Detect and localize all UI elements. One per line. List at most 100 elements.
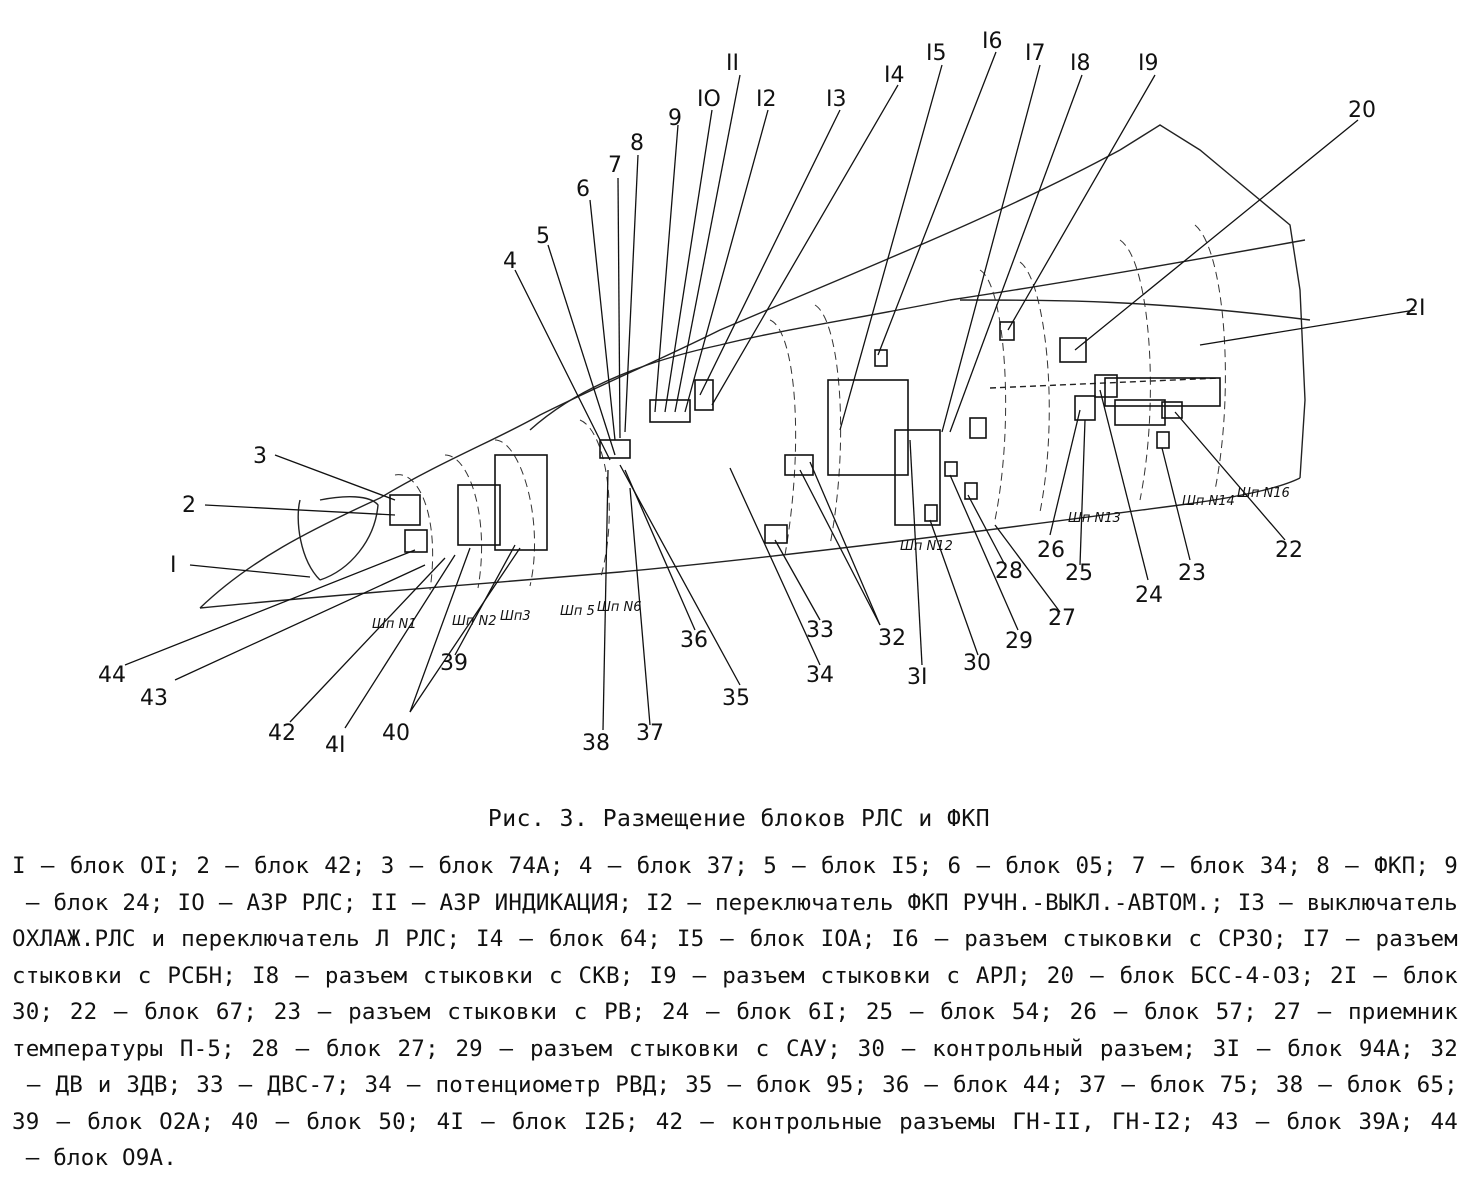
legend-description: контрольные разъемы ГН-II, ГН-I2 — [730, 1108, 1181, 1135]
callout-24: 24 — [1135, 583, 1163, 608]
callout-16: I6 — [982, 29, 1003, 54]
legend-number: I9 — [649, 962, 677, 989]
legend-description: блок 95 — [756, 1072, 854, 1098]
frame-label: Шп3 — [500, 609, 531, 624]
legend-number: 27 — [1273, 999, 1302, 1025]
legend-description: блок 50 — [306, 1108, 406, 1135]
legend-number: I4 — [476, 926, 504, 952]
legend-description: блок 24 — [53, 889, 150, 916]
callout-11: II — [726, 51, 739, 76]
frame-station-labels: Шп N1 Шп N2 Шп3 Шп 5 Шп N6 Шп N12 Шп N13… — [372, 486, 1290, 632]
legend-number: 2 — [196, 853, 211, 879]
legend-number: 20 — [1046, 962, 1075, 989]
legend-description: ФКП — [1374, 853, 1416, 879]
legend-description: блок OI — [69, 853, 168, 879]
legend-description: блок 27 — [325, 1035, 426, 1062]
legend-number: I6 — [891, 926, 919, 952]
callout-19: I9 — [1138, 51, 1159, 76]
callout-numbers: I 2 3 4 5 6 7 8 9 IO II I2 I3 I4 I5 I6 I… — [98, 29, 1426, 758]
callout-32: 32 — [878, 626, 906, 651]
callout-43: 43 — [140, 686, 168, 711]
legend-number: 24 — [661, 999, 690, 1025]
callout-26: 26 — [1037, 538, 1065, 563]
callout-44: 44 — [98, 663, 126, 688]
callout-23: 23 — [1178, 561, 1206, 586]
callout-14: I4 — [884, 63, 905, 88]
legend-description: блок 65 — [1346, 1072, 1445, 1098]
figure-legend: I – блок OI; 2 – блок 42; 3 – блок 74А; … — [12, 853, 1459, 1171]
legend-number: 39 — [12, 1108, 40, 1135]
legend-description: блок 67 — [144, 999, 244, 1025]
legend-description: выключатель ОХЛАЖ.РЛС и переключатель Л … — [12, 889, 1458, 953]
legend-number: 4I — [436, 1108, 465, 1135]
legend-number: 29 — [455, 1035, 483, 1062]
frame-label: Шп N13 — [1068, 511, 1121, 526]
legend-description: блок 64 — [548, 926, 648, 952]
legend-number: 44 — [1430, 1108, 1458, 1135]
legend-description: блок 39А — [1286, 1108, 1400, 1135]
legend-description: разъем стыковки с АРЛ — [722, 962, 1018, 989]
frame-label: Шп N2 — [452, 614, 497, 629]
legend-description: приемник температуры П-5 — [12, 999, 1458, 1062]
legend-description: блок 6I — [736, 999, 836, 1025]
legend-number: 26 — [1069, 999, 1098, 1025]
legend-description: ДВ и ЗДВ — [55, 1072, 168, 1098]
frame-label: Шп N12 — [900, 539, 953, 554]
callout-27: 27 — [1048, 606, 1076, 631]
frame-label: Шп N6 — [597, 600, 642, 615]
callout-5: 5 — [536, 224, 550, 249]
callout-10: IO — [697, 87, 721, 112]
legend-number: I8 — [251, 962, 280, 989]
legend-description: переключатель ФКП РУЧН.-ВЫКЛ.-АВТОМ. — [714, 889, 1211, 916]
legend-description: блок 37 — [636, 853, 735, 879]
callout-13: I3 — [826, 87, 847, 112]
legend-number: 25 — [865, 999, 894, 1025]
callout-6: 6 — [576, 177, 590, 202]
legend-description: блок 94А — [1287, 1035, 1401, 1062]
callout-41: 4I — [325, 733, 346, 758]
callout-7: 7 — [608, 153, 622, 178]
legend-description: разъем стыковки с САУ — [529, 1035, 828, 1062]
legend-number: 38 — [1275, 1072, 1304, 1098]
legend-description: блок БСС-4-ОЗ — [1119, 962, 1301, 989]
legend-number: 42 — [655, 1108, 684, 1135]
callout-29: 29 — [1005, 629, 1033, 654]
frame-bulkheads — [394, 224, 1226, 591]
legend-number: I — [12, 853, 26, 879]
legend-number: 8 — [1316, 853, 1331, 879]
legend-description: блок IOA — [749, 926, 862, 952]
callout-38: 38 — [582, 731, 610, 756]
callout-12: I2 — [756, 87, 777, 112]
legend-number: 43 — [1211, 1108, 1239, 1135]
callout-33: 33 — [806, 618, 834, 643]
frame-label: Шп N16 — [1237, 486, 1290, 501]
figure-caption: Рис. 3. Размещение блоков РЛС и ФКП — [487, 806, 991, 832]
legend-description: блок 34 — [1189, 853, 1288, 879]
legend-number: II — [370, 889, 398, 916]
legend-description: блок О9А — [53, 1145, 164, 1171]
callout-22: 22 — [1275, 538, 1303, 563]
legend-description: ДВС-7 — [267, 1072, 336, 1098]
legend-description: блок 57 — [1144, 999, 1244, 1025]
legend-number: 3I — [1212, 1035, 1241, 1062]
callout-8: 8 — [630, 131, 644, 156]
legend-number: 40 — [231, 1108, 259, 1135]
callout-15: I5 — [926, 41, 947, 66]
legend-description: блок I2Б — [511, 1108, 626, 1135]
legend-number: 35 — [685, 1072, 713, 1098]
legend-number: 34 — [364, 1072, 393, 1098]
legend-number: 9 — [1444, 853, 1458, 879]
callout-34: 34 — [806, 663, 834, 688]
callout-35: 35 — [722, 686, 750, 711]
callout-39: 39 — [440, 651, 468, 676]
callout-21: 2I — [1405, 296, 1426, 321]
legend-number: 28 — [251, 1035, 279, 1062]
legend-number: 5 — [763, 853, 777, 879]
legend-number: 37 — [1078, 1072, 1107, 1098]
legend-number: I2 — [645, 889, 674, 916]
legend-number: 4 — [578, 853, 593, 879]
legend-number: 2I — [1330, 962, 1358, 989]
frame-label: Шп N1 — [372, 617, 417, 632]
legend-number: 30 — [857, 1035, 886, 1062]
callout-18: I8 — [1070, 51, 1091, 76]
